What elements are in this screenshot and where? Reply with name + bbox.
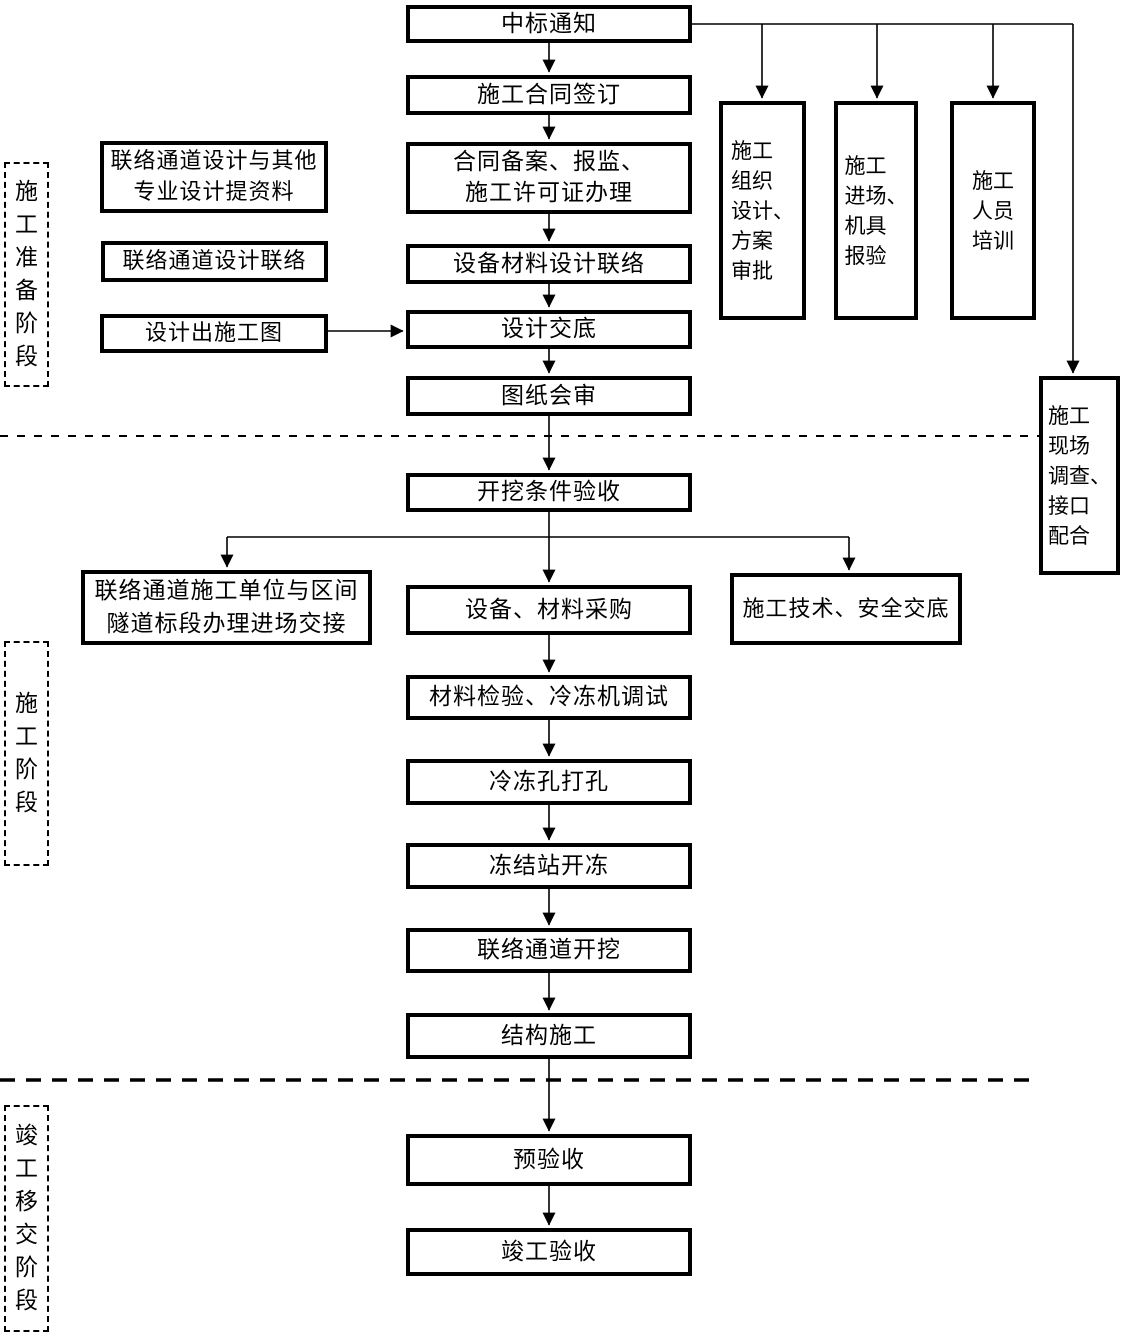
- side-box-entry-equipment-inspection-label: 施工 进场、 机具 报验: [844, 153, 908, 268]
- flow-box-design-liaison: 联络通道设计联络: [101, 241, 328, 282]
- flow-box-tech-safety-disclosure: 施工技术、安全交底: [730, 573, 962, 645]
- phase-label-construction: 施 工 阶 段: [4, 641, 49, 866]
- side-box-site-survey-interface-label: 施工 现场 调查、 接口 配合: [1048, 403, 1111, 548]
- flow-box-bid-notice: 中标通知: [406, 5, 692, 43]
- phase-label-completion-handover: 竣 工 移 交 阶 段: [4, 1105, 49, 1332]
- side-box-site-survey-interface: 施工 现场 调查、 接口 配合: [1039, 376, 1120, 575]
- flow-box-equipment-material-procurement: 设备、材料采购: [406, 585, 692, 635]
- side-box-personnel-training: 施工 人员 培训: [950, 101, 1036, 320]
- flow-box-freezing-hole-drilling: 冷冻孔打孔: [406, 759, 692, 805]
- side-box-entry-equipment-inspection: 施工 进场、 机具 报验: [834, 101, 918, 320]
- flow-box-contract-filing: 合同备案、报监、 施工许可证办理: [406, 142, 692, 214]
- flow-box-design-data-provision: 联络通道设计与其他 专业设计提资料: [100, 141, 328, 213]
- phase-dividers: [0, 435, 1040, 1082]
- flow-box-contract-signing: 施工合同签订: [406, 75, 692, 115]
- flow-box-pre-acceptance: 预验收: [406, 1134, 692, 1186]
- side-box-personnel-training-label: 施工 人员 培训: [972, 168, 1014, 253]
- flow-box-completion-acceptance: 竣工验收: [406, 1228, 692, 1276]
- side-box-org-design-approval: 施工 组织 设计、 方案 审批: [719, 101, 806, 320]
- phase-label-preparation: 施 工 准 备 阶 段: [4, 162, 49, 387]
- flow-box-material-inspection: 材料检验、冷冻机调试: [406, 675, 692, 720]
- flow-box-construction-drawing: 设计出施工图: [100, 314, 328, 353]
- flow-box-drawing-review: 图纸会审: [406, 376, 692, 416]
- flow-box-site-handover: 联络通道施工单位与区间 隧道标段办理进场交接: [81, 570, 372, 645]
- flow-box-excavation-condition-acceptance: 开挖条件验收: [406, 473, 692, 512]
- side-box-org-design-approval-label: 施工 组织 设计、 方案 审批: [731, 138, 794, 283]
- flow-box-structure-construction: 结构施工: [406, 1013, 692, 1059]
- flow-box-freezing-station-start: 冻结站开冻: [406, 843, 692, 889]
- branch-connectors: [220, 536, 856, 571]
- flow-box-passage-excavation: 联络通道开挖: [406, 928, 692, 973]
- flow-box-equipment-design-liaison: 设备材料设计联络: [406, 244, 692, 284]
- flow-box-design-disclosure: 设计交底: [406, 310, 692, 349]
